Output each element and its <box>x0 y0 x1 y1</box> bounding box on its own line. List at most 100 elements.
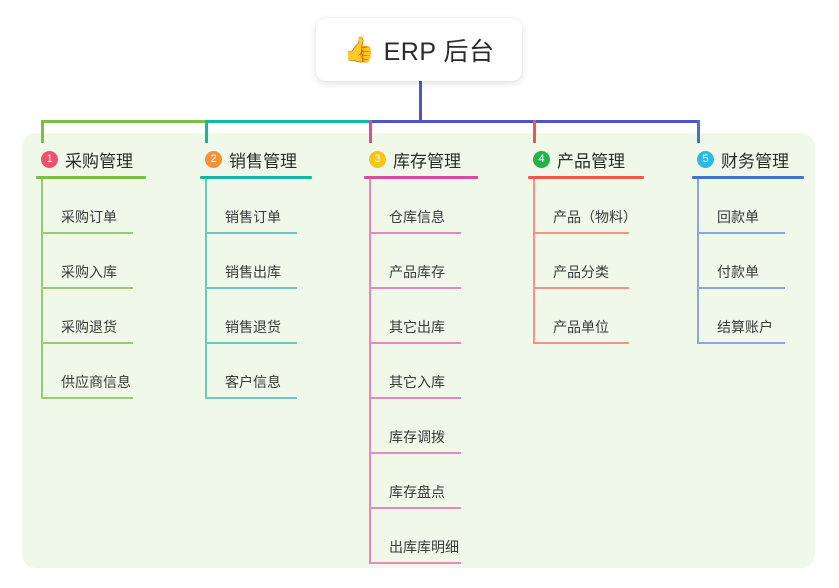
column-badge-icon-1: 1 <box>41 150 58 168</box>
list-item-underline <box>697 287 785 289</box>
column-header-1[interactable]: 1 采购管理 <box>36 146 146 172</box>
list-item[interactable]: 采购订单 <box>41 179 146 234</box>
list-item-underline <box>369 507 461 509</box>
list-item[interactable]: 销售退货 <box>205 289 312 344</box>
column-title-1: 采购管理 <box>65 151 133 171</box>
list-item-label: 采购订单 <box>61 209 117 225</box>
connector-drop-5 <box>697 120 700 143</box>
column-spine-5 <box>697 179 699 344</box>
list-item-label: 出库库明细 <box>389 539 459 555</box>
list-item-label: 销售订单 <box>225 209 281 225</box>
list-item-label: 仓库信息 <box>389 209 445 225</box>
list-item[interactable]: 库存调拨 <box>369 399 478 454</box>
list-item-underline <box>205 397 297 399</box>
list-item-underline <box>369 397 461 399</box>
list-item-underline <box>41 232 133 234</box>
list-item[interactable]: 仓库信息 <box>369 179 478 234</box>
connector-drop-2 <box>205 120 208 143</box>
column-badge-icon-5: 5 <box>697 150 714 168</box>
column-header-4[interactable]: 4 产品管理 <box>528 146 644 172</box>
list-item-label: 客户信息 <box>225 374 281 390</box>
list-item-underline <box>533 232 629 234</box>
root-node[interactable]: 👍 ERP 后台 <box>316 18 522 81</box>
list-item-label: 销售出库 <box>225 264 281 280</box>
list-item[interactable]: 其它入库 <box>369 344 478 399</box>
list-item[interactable]: 结算账户 <box>697 289 804 344</box>
column-1: 1 采购管理采购订单采购入库采购退货供应商信息 <box>36 146 146 399</box>
list-item[interactable]: 客户信息 <box>205 344 312 399</box>
list-item[interactable]: 产品（物料） <box>533 179 644 234</box>
list-item-label: 采购入库 <box>61 264 117 280</box>
list-item-underline <box>205 232 297 234</box>
list-item-label: 库存盘点 <box>389 484 445 500</box>
list-item[interactable]: 产品单位 <box>533 289 644 344</box>
list-item[interactable]: 回款单 <box>697 179 804 234</box>
list-item-underline <box>533 287 629 289</box>
column-5: 5 财务管理回款单付款单结算账户 <box>692 146 804 344</box>
content-panel <box>22 133 815 568</box>
list-item-label: 结算账户 <box>717 319 773 335</box>
column-items-4: 产品（物料） 产品分类产品单位 <box>533 179 644 344</box>
connector-bus-middle <box>205 120 372 123</box>
list-item[interactable]: 付款单 <box>697 234 804 289</box>
list-item-label: 销售退货 <box>225 319 281 335</box>
list-item-underline <box>205 342 297 344</box>
column-items-3: 仓库信息产品库存其它出库其它入库库存调拨库存盘点出库库明细 <box>369 179 478 564</box>
connector-drop-3 <box>369 120 372 143</box>
list-item-label: 回款单 <box>717 209 759 225</box>
list-item-underline <box>41 342 133 344</box>
list-item[interactable]: 出库库明细 <box>369 509 478 564</box>
list-item-underline <box>369 232 461 234</box>
column-spine-1 <box>41 179 43 399</box>
list-item-label: 产品单位 <box>553 319 609 335</box>
thumbs-up-icon: 👍 <box>343 36 375 64</box>
list-item-underline <box>369 342 461 344</box>
list-item-label: 库存调拨 <box>389 429 445 445</box>
column-items-1: 采购订单采购入库采购退货供应商信息 <box>41 179 146 399</box>
list-item[interactable]: 销售订单 <box>205 179 312 234</box>
list-item-label: 采购退货 <box>61 319 117 335</box>
column-title-4: 产品管理 <box>557 151 625 171</box>
list-item-underline <box>697 342 785 344</box>
list-item-label: 产品分类 <box>553 264 609 280</box>
list-item[interactable]: 库存盘点 <box>369 454 478 509</box>
column-badge-icon-4: 4 <box>533 150 550 168</box>
column-underline-4 <box>528 176 644 179</box>
list-item-underline <box>41 397 133 399</box>
root-title: ERP 后台 <box>383 37 495 66</box>
list-item-label: 其它出库 <box>389 319 445 335</box>
list-item-underline <box>369 452 461 454</box>
column-title-5: 财务管理 <box>721 151 789 171</box>
column-title-2: 销售管理 <box>229 151 297 171</box>
list-item[interactable]: 采购入库 <box>41 234 146 289</box>
list-item[interactable]: 产品库存 <box>369 234 478 289</box>
list-item[interactable]: 供应商信息 <box>41 344 146 399</box>
connector-root-stem <box>419 81 422 123</box>
column-underline-3 <box>364 176 478 179</box>
column-badge-icon-3: 3 <box>369 150 386 168</box>
connector-bus-left <box>41 120 208 123</box>
column-underline-5 <box>692 176 804 179</box>
list-item[interactable]: 采购退货 <box>41 289 146 344</box>
column-items-2: 销售订单销售出库销售退货客户信息 <box>205 179 312 399</box>
column-underline-1 <box>36 176 146 179</box>
list-item-underline <box>369 562 461 564</box>
column-spine-4 <box>533 179 535 344</box>
list-item-underline <box>205 287 297 289</box>
column-items-5: 回款单付款单结算账户 <box>697 179 804 344</box>
column-spine-2 <box>205 179 207 399</box>
list-item[interactable]: 产品分类 <box>533 234 644 289</box>
column-4: 4 产品管理产品（物料） 产品分类产品单位 <box>528 146 644 344</box>
list-item-underline <box>533 342 629 344</box>
column-header-5[interactable]: 5 财务管理 <box>692 146 804 172</box>
column-title-3: 库存管理 <box>393 151 461 171</box>
list-item-label: 其它入库 <box>389 374 445 390</box>
list-item-label: 产品（物料） <box>553 209 637 225</box>
list-item[interactable]: 其它出库 <box>369 289 478 344</box>
column-header-3[interactable]: 3 库存管理 <box>364 146 478 172</box>
list-item[interactable]: 销售出库 <box>205 234 312 289</box>
list-item-label: 供应商信息 <box>61 374 131 390</box>
